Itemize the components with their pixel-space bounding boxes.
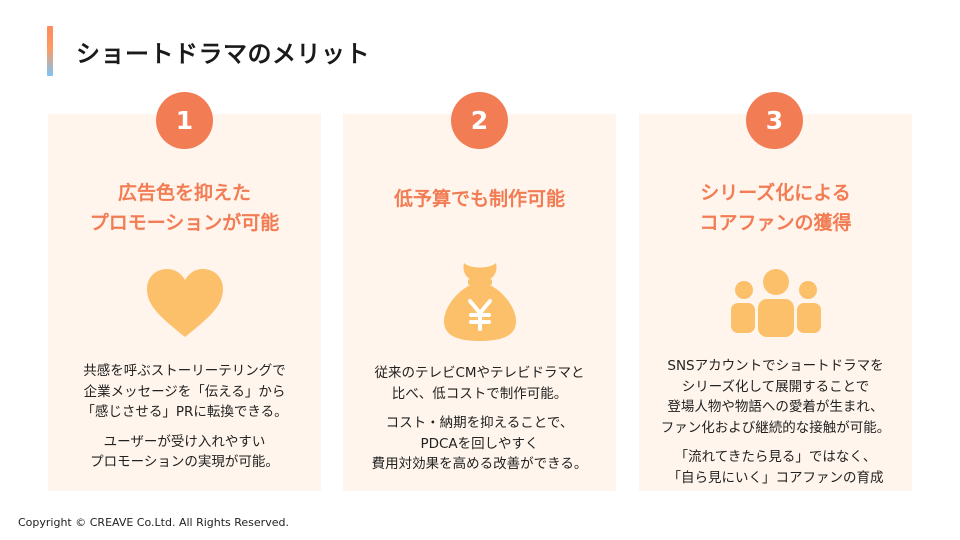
money-bag-yen-icon <box>442 259 518 347</box>
card-2-body: 従来のテレビCMやテレビドラマと 比べ、低コストで制作可能。 コスト・納期を抑え… <box>343 363 616 475</box>
people-group-icon <box>730 268 821 342</box>
card-1-text-line: 「感じさせる」PRに転換できる。 <box>81 404 288 420</box>
card-1-text-line: プロモーションの実現が可能。 <box>90 454 279 470</box>
card-2-text-line: 従来のテレビCMやテレビドラマと <box>374 365 585 381</box>
card-1-title-line-1: 広告色を抑えた <box>117 182 251 204</box>
card-3-text-line: 「流れてきたら見る」ではなく、 <box>674 449 877 465</box>
card-2-title: 低予算でも制作可能 <box>343 184 616 214</box>
card-2-text-line: PDCAを回しやすく <box>420 435 539 452</box>
copyright-text: Copyright © CREAVE Co.Ltd. All Rights Re… <box>18 516 289 529</box>
page-title: ショートドラマのメリット <box>76 40 370 68</box>
card-3-number-badge: 3 <box>746 92 803 149</box>
card-3-text-line: シリーズ化して展開することで <box>681 378 870 395</box>
heart-icon <box>145 267 225 343</box>
card-1-text-line: ユーザーが受け入れやすい <box>103 433 266 450</box>
title-accent-bar <box>47 26 53 76</box>
card-1-number-badge: 1 <box>156 92 213 149</box>
card-1-body: 共感を呼ぶストーリーテリングで 企業メッセージを「伝える」から 「感じさせる」P… <box>48 361 321 473</box>
card-3-text-line: 登場人物や物語への愛着が生まれ、 <box>667 399 884 415</box>
merit-card-2: 低予算でも制作可能 従来のテレビCMやテレビドラマと 比べ、低コストで制作可能。… <box>343 114 616 491</box>
card-2-text-line: 費用対効果を高める改善ができる。 <box>371 456 588 472</box>
card-2-number-badge: 2 <box>451 92 508 149</box>
card-1-text-line: 企業メッセージを「伝える」から <box>83 383 286 400</box>
card-1-title: 広告色を抑えた プロモーションが可能 <box>48 178 321 238</box>
merit-card-3: シリーズ化による コアファンの獲得 SNSアカウントでショートドラマを シリーズ… <box>639 114 912 491</box>
card-2-text-line: コスト・納期を抑えることで、 <box>385 415 574 431</box>
merit-card-1: 広告色を抑えた プロモーションが可能 共感を呼ぶストーリーテリングで 企業メッセ… <box>48 114 321 491</box>
card-1-text-line: 共感を呼ぶストーリーテリングで <box>83 363 286 379</box>
card-3-text-line: 「自ら見にいく」コアファンの育成 <box>667 469 884 486</box>
card-3-title-line-1: シリーズ化による <box>700 182 851 204</box>
card-3-body: SNSアカウントでショートドラマを シリーズ化して展開することで 登場人物や物語… <box>639 356 912 488</box>
card-2-title-line-1: 低予算でも制作可能 <box>393 188 565 210</box>
card-1-title-line-2: プロモーションが可能 <box>89 212 280 234</box>
card-3-text-line: SNSアカウントでショートドラマを <box>667 358 884 374</box>
card-3-title: シリーズ化による コアファンの獲得 <box>639 178 912 238</box>
card-2-text-line: 比べ、低コストで制作可能。 <box>391 385 568 402</box>
card-3-text-line: ファン化および継続的な接触が可能。 <box>660 419 891 436</box>
card-3-title-line-2: コアファンの獲得 <box>699 212 852 234</box>
